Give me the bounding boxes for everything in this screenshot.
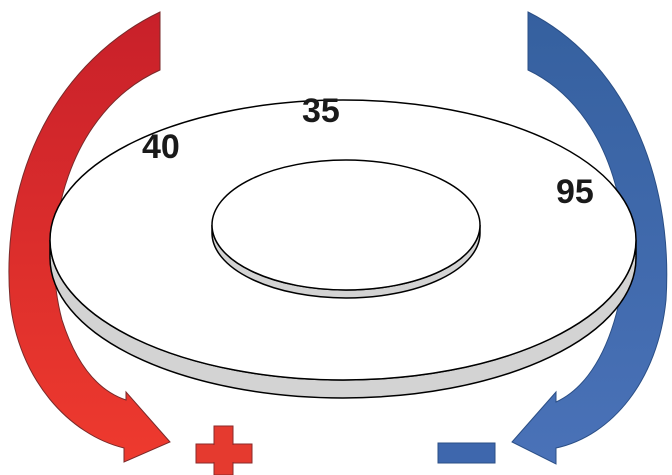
label-left: 40 (142, 128, 180, 166)
label-top: 35 (302, 92, 340, 130)
inner-disc (211, 159, 481, 299)
plus-icon (195, 425, 253, 475)
minus-icon (437, 442, 496, 464)
label-right: 95 (556, 173, 594, 211)
